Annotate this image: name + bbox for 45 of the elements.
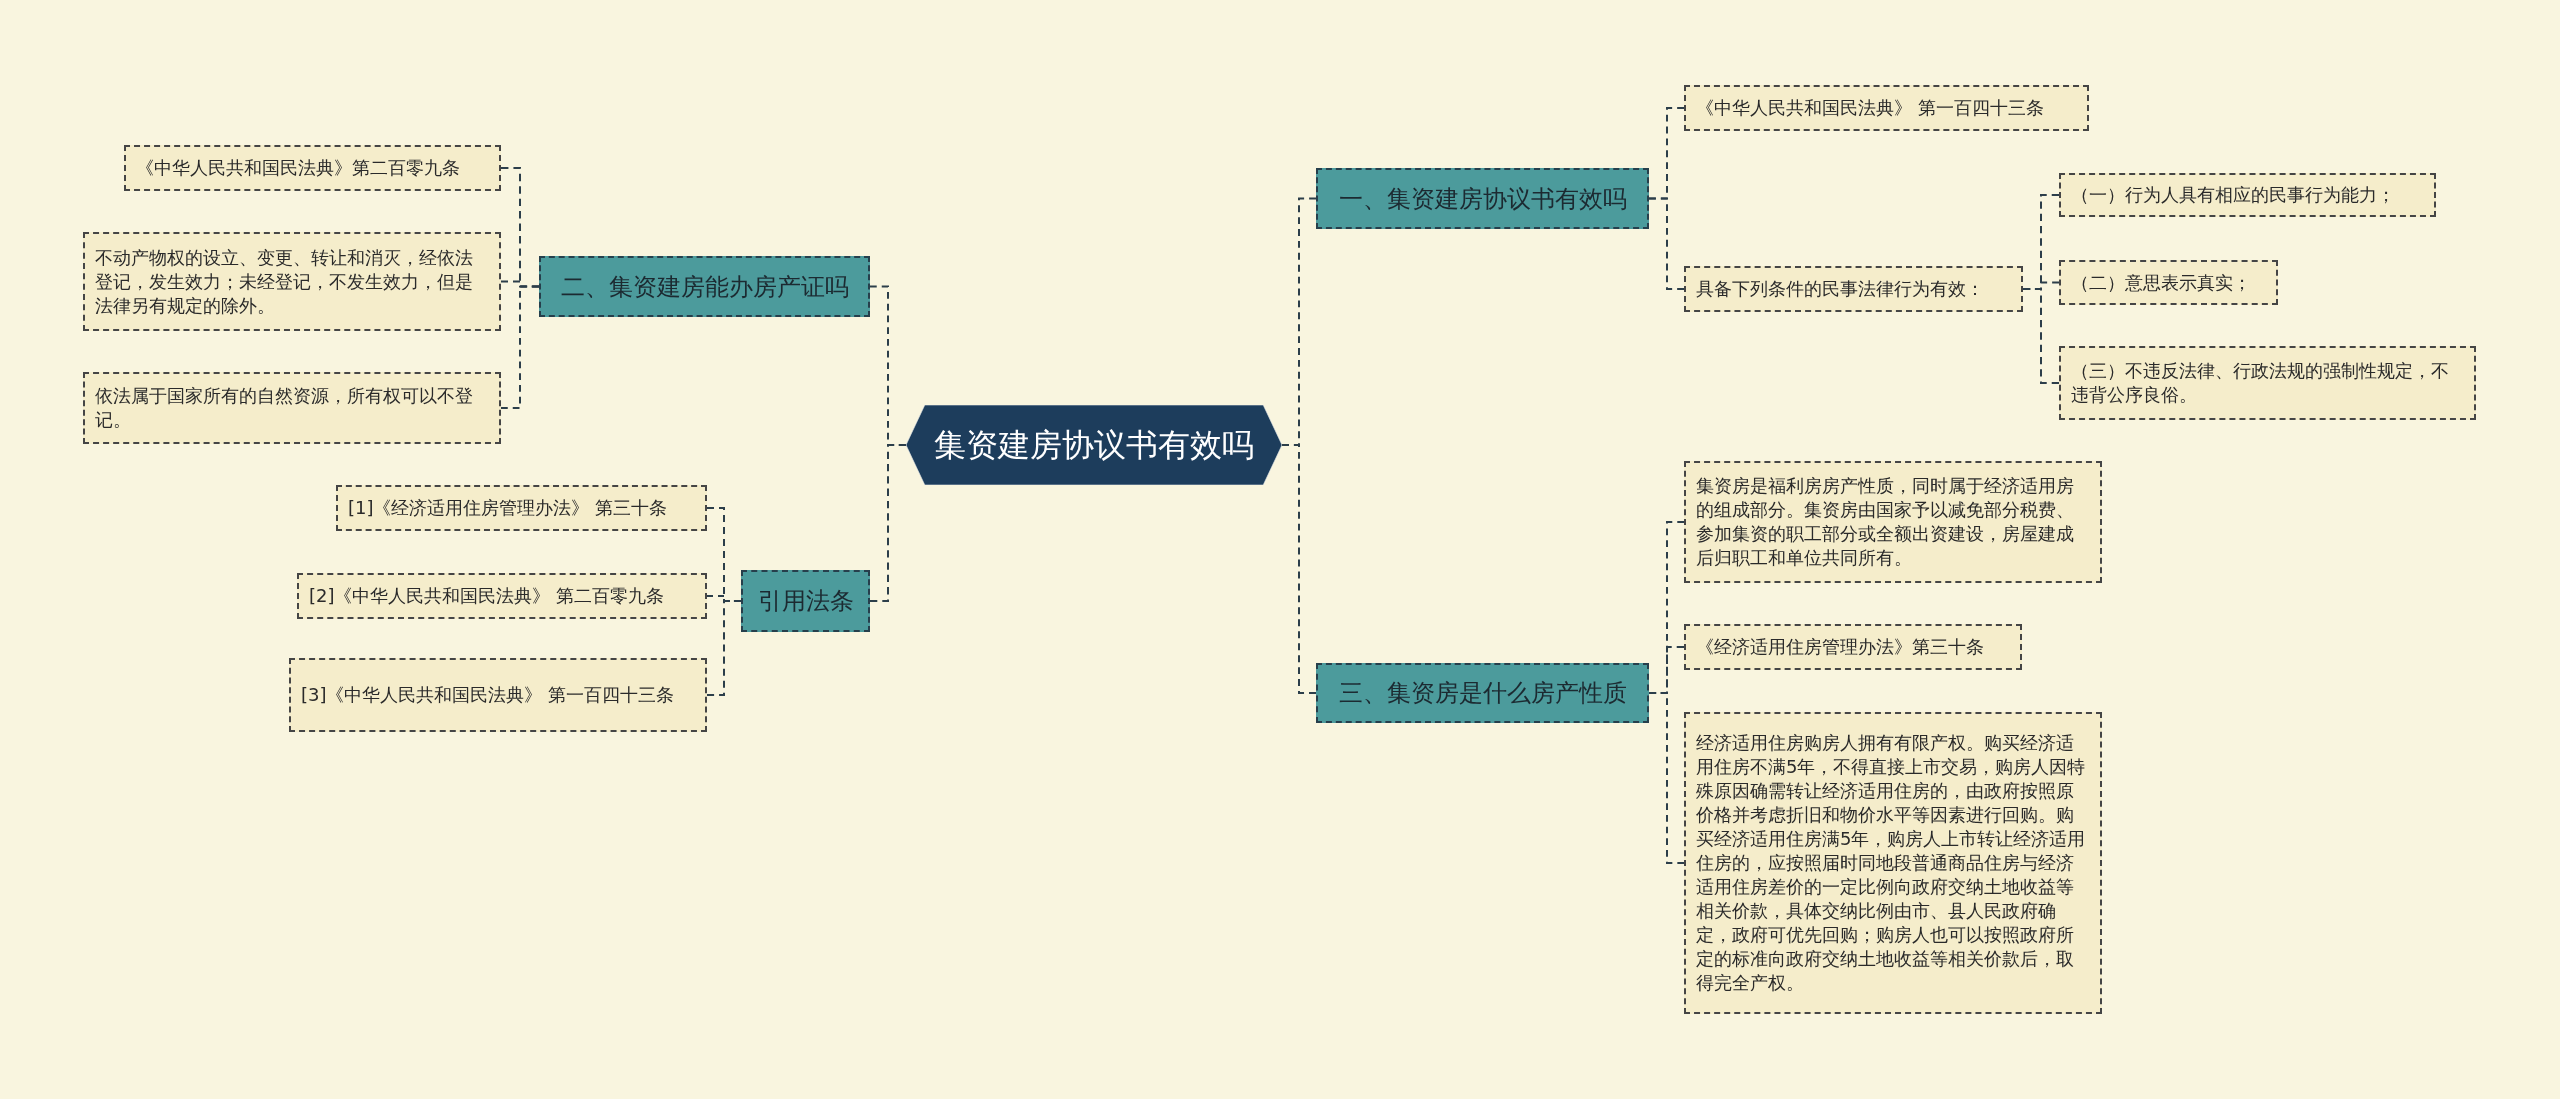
branch-box [1316,168,1649,229]
branch-box [741,570,870,632]
connector-line [500,285,540,409]
connector-line [1281,444,1317,694]
connector-line [869,444,907,602]
connector-line [1648,692,1685,864]
note-text: （二）意思表示真实； [2071,270,2251,295]
branch-box [1316,663,1649,723]
note-text: [1]《经济适用住房管理办法》 第三十条 [348,496,668,520]
central-topic [906,405,1282,485]
connector-line [2022,288,2060,384]
branch-title: 二、集资建房能办房产证吗 [560,271,849,303]
note-box [83,232,501,331]
connector-line [1648,197,1685,290]
note-text: （一）行为人具有相应的民事行为能力； [2071,183,2395,207]
note-box [83,372,501,444]
note-text: [3]《中华人民共和国民法典》 第一百四十三条 [301,683,675,707]
note-box [1684,266,2023,312]
note-text: 《中华人民共和国民法典》第二百零九条 [136,156,460,180]
note-text: 依法属于国家所有的自然资源，所有权可以不登记。 [95,384,474,432]
note-text: 《经济适用住房管理办法》第三十条 [1696,635,1984,659]
note-box [336,485,707,531]
note-text: 集资房是福利房房产性质，同时属于经济适用房的组成部分。集资房由国家予以减免部分税费、参加集资的职工部分或全额出资建设，房屋建成后归职工和单位共同所有。 [1696,474,2075,570]
note-text: （三）不违反法律、行政法规的强制性规定，不违背公序良俗。 [2071,359,2450,407]
branch-box [539,256,870,317]
note-text: 经济适用住房购房人拥有有限产权。购买经济适用住房不满5年，不得直接上市交易，购房人因特殊原因确需转让经济适用住房的，由政府按照原价格并考虑折旧和物价水平等因素进行回购。购买经济适用住房满5年，购房人上市转让经济适用住房的，应按照届时同地段普通商品住房与经济适用住房差价的一定比例向政府交纳土地收益等相关价款，具体交纳比例由市、县人民政府确定，政府可优先回购；购房人也可以按照政府所定的标准向政府交纳土地收益等相关价款后，取得完全产权。 [1696,731,2087,995]
branch-title: 一、集资建房协议书有效吗 [1338,183,1627,215]
note-box [1684,624,2022,670]
note-box [1684,461,2102,583]
topic-title: 集资建房协议书有效吗 [934,425,1254,465]
note-box [297,573,707,619]
note-text: 《中华人民共和国民法典》 第一百四十三条 [1696,96,2044,120]
note-box [1684,712,2102,1014]
note-box [289,658,707,732]
note-text: 具备下列条件的民事法律行为有效： [1696,277,1984,301]
connector-line [706,600,742,696]
note-text: 不动产物权的设立、变更、转让和消灭，经依法登记，发生效力；未经登记，不发生效力，但是法律另有规定的除外。 [95,245,474,318]
note-box [2059,173,2436,217]
note-box [124,145,501,191]
branch-title: 三、集资房是什么房产性质 [1338,678,1627,709]
note-box [1684,85,2089,131]
note-box [2059,260,2278,305]
note-text: [2]《中华人民共和国民法典》 第二百零九条 [309,584,665,608]
note-box [2059,346,2476,420]
branch-title: 引用法条 [757,586,854,617]
